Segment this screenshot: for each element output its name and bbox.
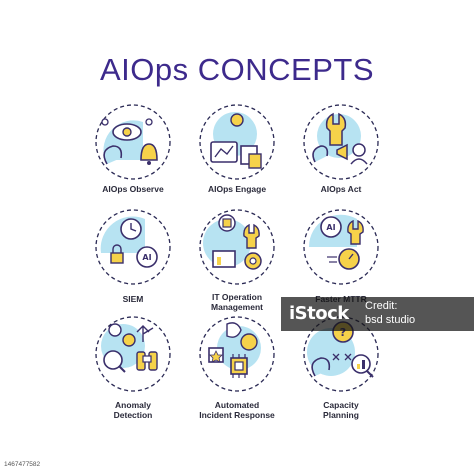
stopwatch-icon: AI bbox=[303, 209, 379, 285]
credit-line-1: Credit: bbox=[365, 300, 398, 312]
stock-id: 1467477582 bbox=[4, 461, 41, 468]
shield-clock-icon: AI bbox=[95, 209, 171, 285]
credit-line-2: bsd studio bbox=[365, 314, 416, 326]
server-gear-icon bbox=[199, 209, 275, 285]
concept-aiops-observe: AIOps Observe bbox=[78, 102, 188, 222]
svg-text:AI: AI bbox=[142, 253, 151, 262]
istock-logo: iStock bbox=[289, 303, 349, 324]
binoculars-icon bbox=[95, 316, 171, 392]
eye-icon bbox=[95, 104, 171, 180]
concept-label: AIOps Observe bbox=[102, 184, 164, 194]
page-title: AIOps CONCEPTS bbox=[100, 52, 374, 87]
concept-aiops-act: AIOps Act bbox=[286, 102, 396, 222]
svg-text:AI: AI bbox=[326, 223, 335, 232]
stock-watermark: iStock Credit: bsd studio bbox=[281, 297, 474, 331]
credit-text: Credit: bsd studio bbox=[365, 299, 471, 327]
concept-label: AIOps Engage bbox=[207, 184, 267, 194]
dashboard-icon bbox=[199, 104, 275, 180]
concept-label: SIEM bbox=[122, 294, 144, 304]
concept-label: AIOps Act bbox=[320, 184, 362, 194]
chip-icon bbox=[199, 316, 275, 392]
concept-siem: AI SIEM bbox=[78, 207, 188, 327]
wrench-icon bbox=[303, 104, 379, 180]
svg-text:?: ? bbox=[340, 326, 346, 339]
concept-aiops-engage: AIOps Engage bbox=[182, 102, 292, 222]
